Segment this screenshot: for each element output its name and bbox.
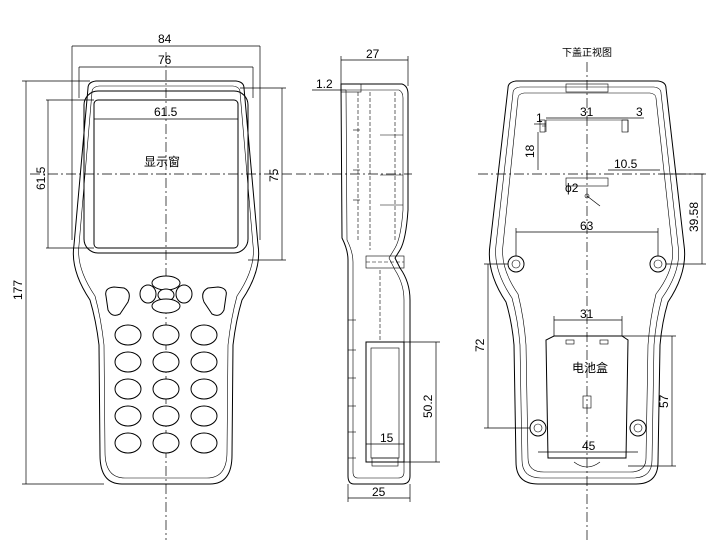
keypad-key [190, 432, 218, 454]
boss-bottom-right [629, 419, 647, 437]
keypad-key [190, 378, 218, 400]
back-inner-outline-2 [502, 92, 673, 473]
back-slot-block [565, 177, 609, 187]
keypad-key [152, 432, 180, 454]
keypad-key [190, 405, 218, 427]
boss-top-left-inner [511, 259, 521, 269]
front-view: 84 76 61.5 61.5 177 75 显示窗 [11, 32, 292, 540]
boss-bottom-right-inner [633, 423, 643, 433]
back-slot-tab-left [539, 119, 546, 133]
dim-upper-height: 75 [267, 168, 281, 182]
dim-boss-bottom-spacing: 45 [582, 439, 596, 453]
back-outer-outline [488, 80, 686, 485]
battery-contact-left [565, 339, 575, 345]
dim-battery-height: 50.2 [421, 394, 435, 418]
keypad-key [152, 351, 180, 373]
dim-slot-width: 31 [580, 105, 594, 119]
boss-top-right-inner [653, 259, 663, 269]
dim-offset: 10.5 [614, 157, 638, 171]
dim-inner-width: 76 [158, 53, 172, 67]
side-view: 27 1.2 50.2 15 25 [296, 47, 440, 502]
keypad-key [152, 378, 180, 400]
back-view: 下盖正视图 31 3 1 18 10.5 ϕ2 [473, 46, 706, 540]
keypad-key [152, 405, 180, 427]
dim-boss-top-spacing: 63 [580, 219, 594, 233]
dim-overall-height: 177 [11, 280, 25, 300]
back-hole [584, 193, 590, 199]
dim-screen-width: 61.5 [154, 105, 178, 119]
keypad-key [114, 324, 142, 346]
battery-box-label: 电池盒 [572, 360, 608, 375]
soft-key-right [202, 286, 227, 316]
dim-slot-height: 18 [523, 144, 537, 158]
boss-bottom-left-inner [533, 423, 543, 433]
boss-bottom-left [529, 419, 547, 437]
dim-hole: ϕ2 [565, 181, 579, 195]
display-bezel [83, 90, 249, 254]
keypad-key [114, 432, 142, 454]
dim-battery-height-back: 57 [657, 394, 671, 408]
boss-top-left [507, 255, 525, 273]
nav-key-left [139, 284, 157, 304]
side-top-wall [340, 83, 362, 93]
back-view-title: 下盖正视图 [562, 46, 612, 59]
dim-slot-side: 3 [636, 105, 643, 119]
front-inner-outline [78, 85, 254, 479]
front-outer-outline [72, 80, 260, 485]
side-inner-profile [345, 89, 405, 479]
back-slot-tab-right [621, 119, 629, 133]
battery-cover-tab [573, 461, 601, 468]
back-inner-outline [495, 86, 679, 479]
dim-battery-width: 31 [580, 307, 594, 321]
back-slot [542, 119, 629, 132]
battery-latch [582, 395, 592, 409]
soft-key-left [105, 286, 130, 316]
dim-wall: 1.2 [316, 77, 333, 91]
nav-key-down [151, 298, 181, 314]
dim-bottom-depth: 25 [372, 485, 386, 499]
display-window [93, 99, 239, 249]
side-battery-cap [371, 457, 399, 467]
keypad-key [190, 324, 218, 346]
keypad-key [114, 405, 142, 427]
keypad-key [190, 351, 218, 373]
dim-screen-height: 61.5 [34, 166, 48, 190]
keypad-key [114, 378, 142, 400]
nav-key-up [151, 275, 181, 291]
nav-key-right [175, 284, 193, 304]
side-outer-profile [340, 83, 411, 485]
dim-top-depth: 27 [366, 47, 380, 61]
battery-contact-right [599, 339, 609, 345]
boss-top-right [649, 255, 667, 273]
keypad-key [152, 324, 180, 346]
dim-boss-top-height: 39.58 [687, 202, 701, 232]
back-top-notch [565, 83, 609, 93]
dim-boss-vertical: 72 [473, 338, 487, 352]
dim-overall-width: 84 [158, 32, 172, 46]
dim-battery-depth: 15 [380, 431, 394, 445]
side-battery-compartment [365, 341, 405, 463]
display-window-label: 显示窗 [144, 155, 180, 169]
keypad-key [114, 351, 142, 373]
dim-tab-width: 1 [536, 111, 543, 125]
